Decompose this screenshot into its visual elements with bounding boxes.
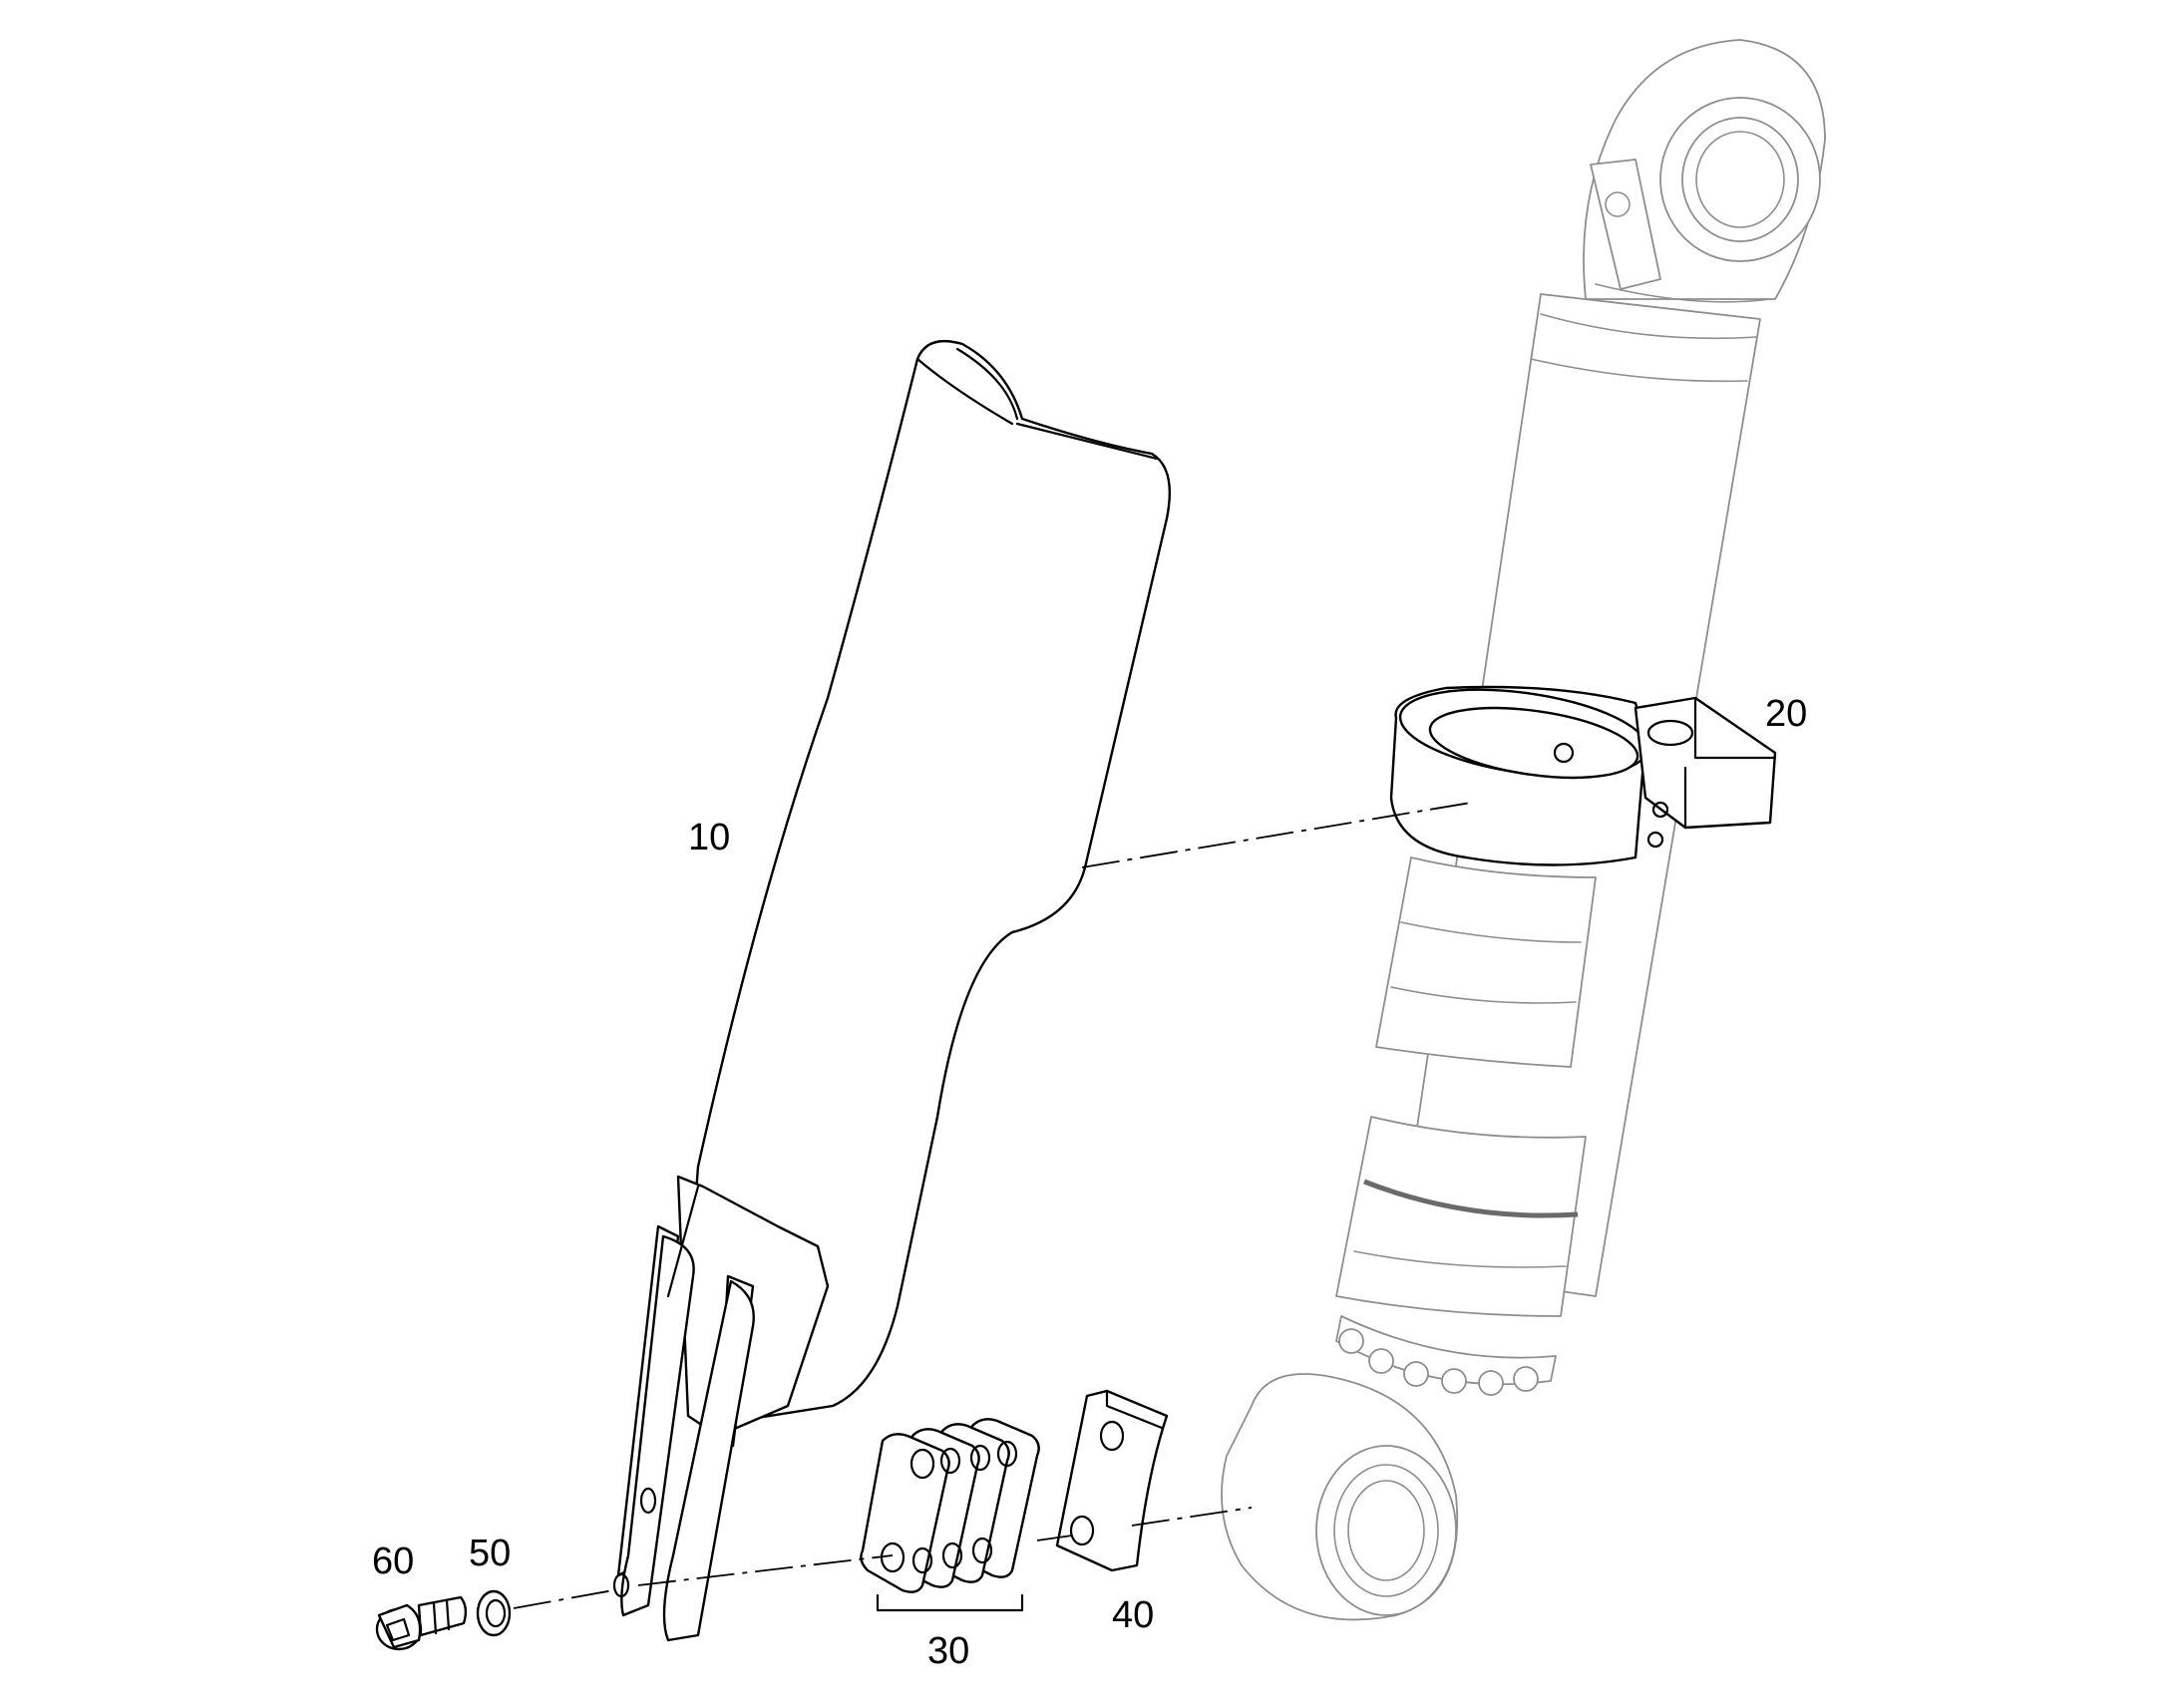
part-10-mounting-fork (612, 1175, 830, 1642)
assembly-centerlines (513, 802, 1472, 1609)
part-50-washer (476, 1589, 512, 1637)
part-60-cap-screw (375, 1595, 468, 1651)
label-part-10: 10 (688, 817, 730, 858)
part-30-shim-plates (860, 1418, 1040, 1612)
label-part-40: 40 (1112, 1594, 1154, 1636)
label-part-20: 20 (1765, 693, 1807, 735)
part-40-spacer-block (1055, 1389, 1169, 1572)
part-20-clamp-ring (1389, 685, 1777, 866)
part-10-guard-shield (686, 339, 1171, 1423)
bolt-heads-ghost (1338, 1328, 1539, 1396)
label-part-30: 30 (927, 1630, 969, 1672)
part-labels: 10 20 30 40 50 60 (372, 693, 1807, 1672)
label-part-50: 50 (469, 1533, 511, 1574)
label-part-60: 60 (372, 1540, 414, 1582)
